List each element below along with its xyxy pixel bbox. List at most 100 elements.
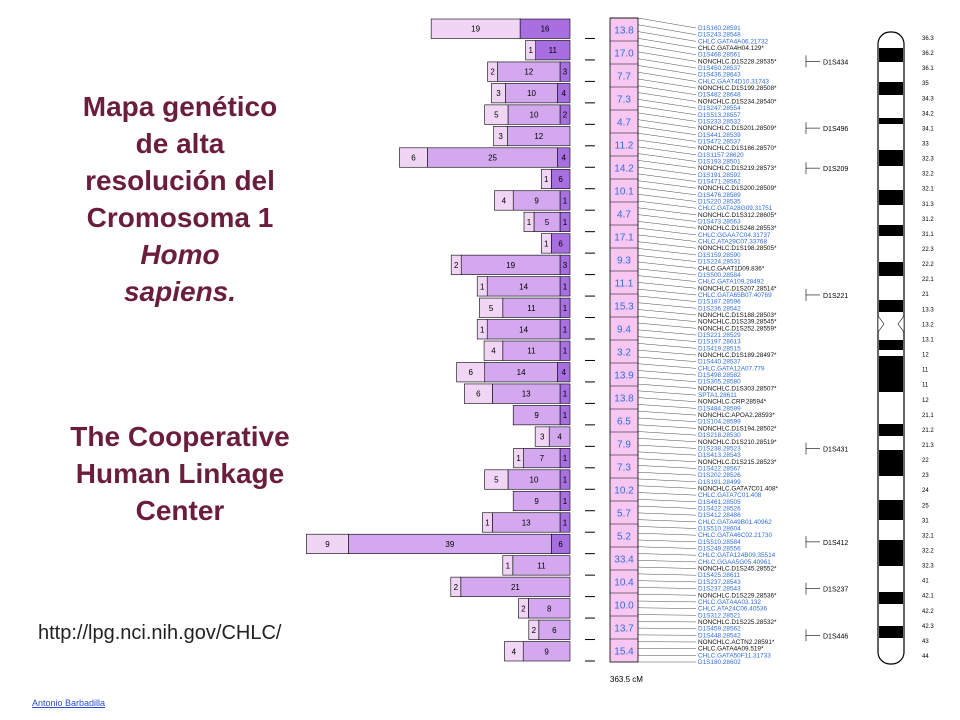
histogram-label-left: 4: [512, 647, 517, 656]
marker-connector: [637, 336, 697, 342]
marker-connector: [637, 587, 697, 589]
marker-connector: [637, 316, 697, 322]
marker-connector: [637, 580, 697, 583]
band-label: 42.1: [922, 594, 934, 600]
marker-connector: [637, 322, 697, 329]
histogram-bar-left: [484, 469, 509, 490]
histogram-label-right: 3: [563, 261, 568, 270]
chromosome-band: [879, 225, 903, 236]
marker-name: D1S237.28543: [698, 586, 741, 593]
marker-connector: [637, 539, 697, 543]
band-label: 33: [922, 142, 929, 148]
band-label: 34.1: [922, 126, 934, 132]
group-label: D1S431: [823, 446, 848, 453]
histogram-label-left: 3: [496, 89, 501, 98]
histogram-label-mid: 14: [517, 368, 526, 377]
band-label: 44: [922, 654, 929, 660]
histogram-label-right: 3: [563, 68, 568, 77]
marker-connector: [637, 390, 697, 396]
marker-connector: [637, 31, 697, 42]
marker-connector: [637, 512, 697, 516]
marker-connector: [637, 302, 697, 309]
marker-connector: [637, 411, 697, 416]
marker-name: D1S440.28537: [698, 359, 741, 366]
histogram-label-left: 4: [491, 347, 496, 356]
band-label: 32.3: [922, 564, 934, 570]
band-label: 32.2: [922, 172, 934, 178]
band-label: 22.1: [922, 277, 934, 283]
marker-name: D1S422.28526: [698, 506, 741, 513]
histogram-label-right: 6: [558, 175, 563, 184]
histogram-label-left: 2: [454, 583, 459, 592]
title-line-4: Cromosoma 1: [86, 202, 274, 233]
histogram-label-mid: 10: [527, 89, 536, 98]
histogram-bar-left: [450, 576, 462, 597]
marker-name: D1S413.28543: [698, 452, 741, 459]
marker-connector: [637, 146, 697, 155]
band-label: 11: [922, 383, 929, 389]
histogram-label-left: 2: [490, 68, 495, 77]
interval-value: 4.7: [617, 118, 631, 129]
marker-connector: [637, 546, 697, 549]
marker-name: D1S221.28529: [698, 332, 741, 339]
histogram-bar-left: [518, 598, 529, 619]
marker-name: CHLC.GGAA7C04.31737: [698, 232, 771, 239]
marker-connector: [637, 200, 697, 209]
marker-name: D1S412.28486: [698, 512, 741, 519]
band-label: 31: [922, 518, 929, 524]
interval-value: 14.2: [614, 164, 634, 175]
histogram-label-left: 1: [528, 46, 533, 55]
marker-name: D1S425.28611: [698, 572, 741, 579]
marker-connector: [637, 594, 697, 596]
marker-name: NONCHLC.D1S207.28514*: [698, 285, 777, 292]
marker-connector: [637, 99, 697, 109]
chromosome-band: [879, 424, 903, 436]
marker-name: CHLC.GATA124B09.35514: [698, 552, 776, 559]
marker-name: CHLC.ATA24C06.40536: [698, 606, 767, 613]
histogram-bar-left: [504, 641, 524, 662]
marker-connector: [637, 234, 697, 242]
histogram-label-left: 19: [471, 25, 480, 34]
marker-connector: [637, 187, 697, 196]
marker-name: D1S197.28613: [698, 339, 741, 346]
band-label: 12: [922, 398, 929, 404]
chromosome-band: [879, 626, 903, 638]
histogram-bar-left: [306, 533, 349, 554]
marker-connector: [637, 458, 697, 462]
histogram-label-mid: 5: [545, 218, 550, 227]
marker-name: NONCHLC.D1S210.28519*: [698, 439, 777, 446]
histogram-label-right: 2: [563, 111, 568, 120]
marker-name: D1S510.28584: [698, 539, 741, 546]
histogram-label-mid: 10: [530, 111, 539, 120]
marker-connector: [637, 383, 697, 389]
author-credit-link[interactable]: Antonio Barbadilla: [32, 698, 106, 708]
marker-name: D1S238.28523: [698, 445, 741, 452]
chromosome-band: [879, 300, 903, 312]
marker-connector: [637, 472, 697, 476]
histogram-bar-left: [502, 555, 514, 576]
marker-name: D1S218.28530: [698, 432, 741, 439]
histogram-label-right: 1: [563, 304, 568, 313]
histogram-label-left: 3: [498, 132, 503, 141]
chromosome-band: [879, 340, 903, 350]
histogram-label-left: 1: [480, 282, 485, 291]
histogram-label-left: 1: [527, 218, 532, 227]
histogram-label-mid: 6: [552, 626, 557, 635]
chromosome-band: [879, 118, 903, 124]
interval-value: 9.3: [617, 256, 631, 267]
marker-connector: [637, 139, 697, 149]
marker-connector: [637, 126, 697, 135]
group-label: D1S446: [823, 633, 848, 640]
chromosome-band: [879, 450, 903, 476]
histogram-label-right: 4: [562, 368, 567, 377]
marker-connector: [637, 51, 697, 62]
marker-name: D1S159.28590: [698, 252, 741, 259]
histogram-label-right: 1: [563, 347, 568, 356]
histogram-label-mid: 9: [544, 647, 549, 656]
band-label: 23: [922, 473, 929, 479]
histogram-label-mid: 9: [534, 196, 539, 205]
group-label: D1S237: [823, 587, 848, 594]
marker-name: CHLC.GATA46C02.21730: [698, 532, 772, 539]
interval-value: 11.2: [615, 141, 634, 152]
histogram-bar-left: [482, 512, 493, 533]
